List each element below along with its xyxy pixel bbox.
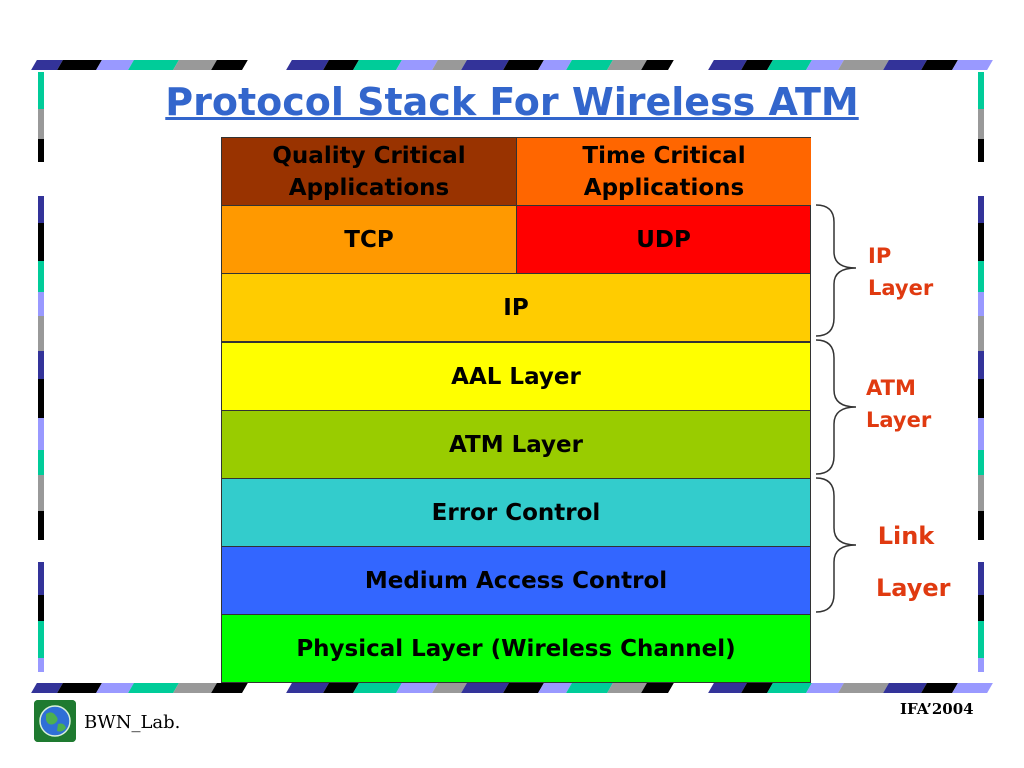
stack-cell: AAL Layer (222, 343, 810, 410)
stack-row: Quality Critical Applications Time Critic… (221, 137, 811, 206)
stack-cell: Medium Access Control (222, 547, 810, 614)
atm-layer-label: ATM Layer (866, 372, 956, 436)
stack-cell: IP (222, 274, 810, 341)
stack-cell-label: IP (503, 294, 529, 321)
ip-layer-label: IP Layer (868, 240, 958, 304)
stack-row: IP (221, 273, 811, 342)
stack-cell: UDP (516, 206, 810, 273)
link-layer-label: Link Layer (876, 510, 966, 614)
slide-border-bottom (31, 683, 993, 693)
link-layer-brace (815, 477, 857, 613)
stack-cell-label: Physical Layer (Wireless Channel) (296, 635, 736, 662)
footer-event: IFA’2004 (900, 700, 974, 718)
stack-cell: Quality Critical Applications (222, 138, 516, 205)
atm-layer-label-text: ATM Layer (866, 376, 932, 432)
stack-cell-label: TCP (344, 227, 394, 253)
globe-icon (34, 700, 76, 742)
link-layer-label-text: Link Layer (876, 522, 951, 602)
stack-cell-label: Medium Access Control (364, 567, 668, 594)
stack-cell-label: UDP (636, 227, 691, 253)
stack-row: Error Control (221, 478, 811, 547)
footer-lab-name: BWN_Lab. (84, 712, 181, 733)
stack-cell-label: Error Control (431, 499, 601, 526)
layer-braces (815, 204, 857, 613)
stack-cell-label: AAL Layer (451, 363, 581, 390)
stack-cell-label: Quality Critical Applications (272, 142, 466, 201)
stack-row: ATM Layer (221, 410, 811, 479)
stack-cell: Physical Layer (Wireless Channel) (222, 615, 810, 682)
slide-border-left (38, 72, 44, 672)
slide-border-top (31, 60, 993, 70)
stack-row: TCP UDP (221, 205, 811, 274)
stack-row: AAL Layer (221, 342, 811, 411)
stack-row: Medium Access Control (221, 546, 811, 615)
slide-title: Protocol Stack For Wireless ATM (165, 80, 859, 124)
stack-cell: ATM Layer (222, 411, 810, 478)
stack-cell: TCP (222, 206, 516, 273)
stack-row: Physical Layer (Wireless Channel) (221, 614, 811, 683)
slide-border-right (978, 72, 984, 672)
ip-layer-label-text: IP Layer (868, 244, 934, 300)
protocol-stack: Quality Critical Applications Time Critic… (221, 137, 811, 683)
stack-cell: Error Control (222, 479, 810, 546)
stack-cell-label: Time Critical Applications (582, 142, 746, 201)
stack-cell-label: ATM Layer (448, 431, 583, 458)
ip-layer-brace (815, 204, 857, 337)
stack-cell: Time Critical Applications (516, 138, 811, 205)
bwn-lab-logo (34, 700, 76, 742)
atm-layer-brace (815, 339, 857, 475)
